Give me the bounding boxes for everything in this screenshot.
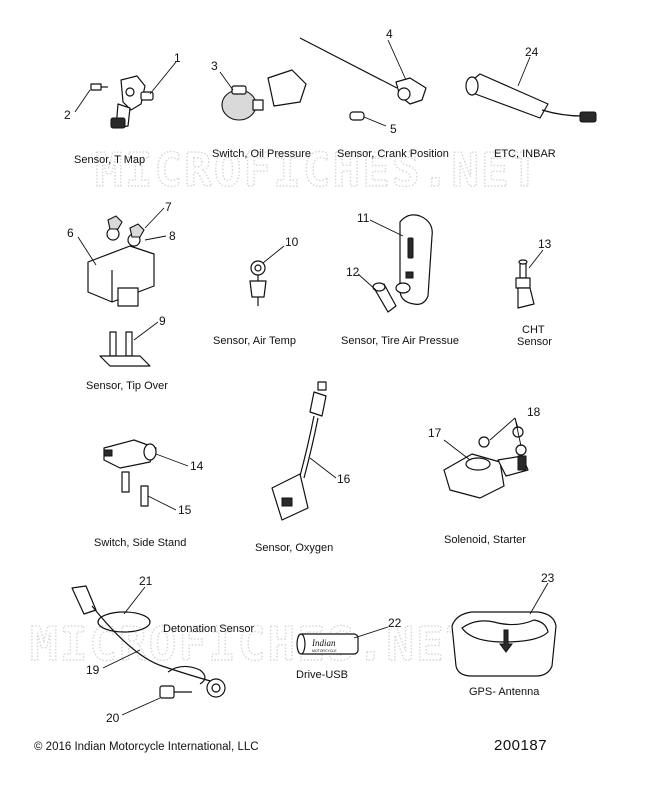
caption-gps-antenna: GPS- Antenna (469, 686, 540, 698)
callout-23: 23 (541, 571, 555, 585)
callout-20: 20 (106, 711, 120, 725)
caption-cht-line-2: Sensor (517, 336, 552, 348)
callout-7: 7 (165, 200, 172, 214)
switch-oil-pressure-drawing (219, 69, 307, 121)
gps-antenna-drawing (451, 582, 557, 677)
footer-copyright: © 2016 Indian Motorcycle International, … (34, 741, 259, 753)
callout-11: 11 (357, 211, 370, 225)
caption-switch-side-stand: Switch, Side Stand (94, 537, 186, 549)
callout-13: 13 (538, 237, 552, 251)
callout-9: 9 (159, 314, 166, 328)
sensor-air-temp-drawing (249, 245, 285, 306)
sensor-cht-drawing (515, 249, 544, 309)
callout-18: 18 (527, 405, 541, 419)
callout-14: 14 (190, 459, 204, 473)
callout-2: 2 (64, 108, 71, 122)
callout-17: 17 (428, 426, 442, 440)
callout-24: 24 (525, 45, 539, 59)
sensor-tire-air-pressure-drawing (357, 214, 433, 313)
callout-8: 8 (169, 229, 176, 243)
caption-solenoid-starter: Solenoid, Starter (444, 534, 526, 546)
caption-switch-oil-pressure: Switch, Oil Pressure (212, 148, 311, 160)
caption-etc-inbar: ETC, INBAR (494, 148, 556, 160)
diagram-code: 200187 (494, 737, 548, 754)
caption-detonation-sensor: Detonation Sensor (163, 623, 254, 635)
switch-side-stand-drawing (103, 439, 189, 511)
callout-12: 12 (346, 265, 360, 279)
solenoid-starter-drawing (443, 417, 529, 499)
callout-3: 3 (211, 59, 218, 73)
detonation-sensor-drawing (71, 585, 226, 716)
callout-19: 19 (86, 663, 100, 677)
sensor-oxygen-drawing (271, 381, 337, 521)
callout-4: 4 (386, 27, 393, 41)
callout-22: 22 (388, 616, 402, 630)
usb-brand-sub: MOTORCYCLE (312, 649, 337, 653)
caption-sensor-oxygen: Sensor, Oxygen (255, 542, 333, 554)
callout-21: 21 (139, 574, 153, 588)
caption-sensor-crank-position: Sensor, Crank Position (337, 148, 449, 160)
caption-cht-line-1: CHT (522, 324, 545, 336)
callout-15: 15 (178, 503, 192, 517)
caption-sensor-t-map: Sensor, T Map (74, 154, 145, 166)
drive-usb-drawing: Indian MOTORCYCLE (296, 626, 389, 655)
caption-sensor-air-temp: Sensor, Air Temp (213, 335, 296, 347)
sensor-crank-position-drawing (299, 37, 427, 127)
callout-1: 1 (174, 51, 181, 65)
sensor-tip-over-drawing (77, 207, 167, 367)
callout-10: 10 (285, 235, 299, 249)
callout-6: 6 (67, 226, 74, 240)
callout-16: 16 (337, 472, 351, 486)
etc-inbar-drawing (465, 56, 597, 123)
callout-5: 5 (390, 122, 397, 136)
watermark-bottom: MICROFICHES.NET (30, 617, 475, 671)
sensor-t-map-drawing (74, 61, 177, 129)
caption-sensor-tire-air-pressure: Sensor, Tire Air Pressue (341, 335, 459, 347)
caption-sensor-tip-over: Sensor, Tip Over (86, 380, 168, 392)
caption-drive-usb: Drive-USB (296, 669, 348, 681)
usb-brand-logo: Indian (311, 638, 336, 648)
watermark-top: MICROFICHES.NET (95, 143, 540, 197)
